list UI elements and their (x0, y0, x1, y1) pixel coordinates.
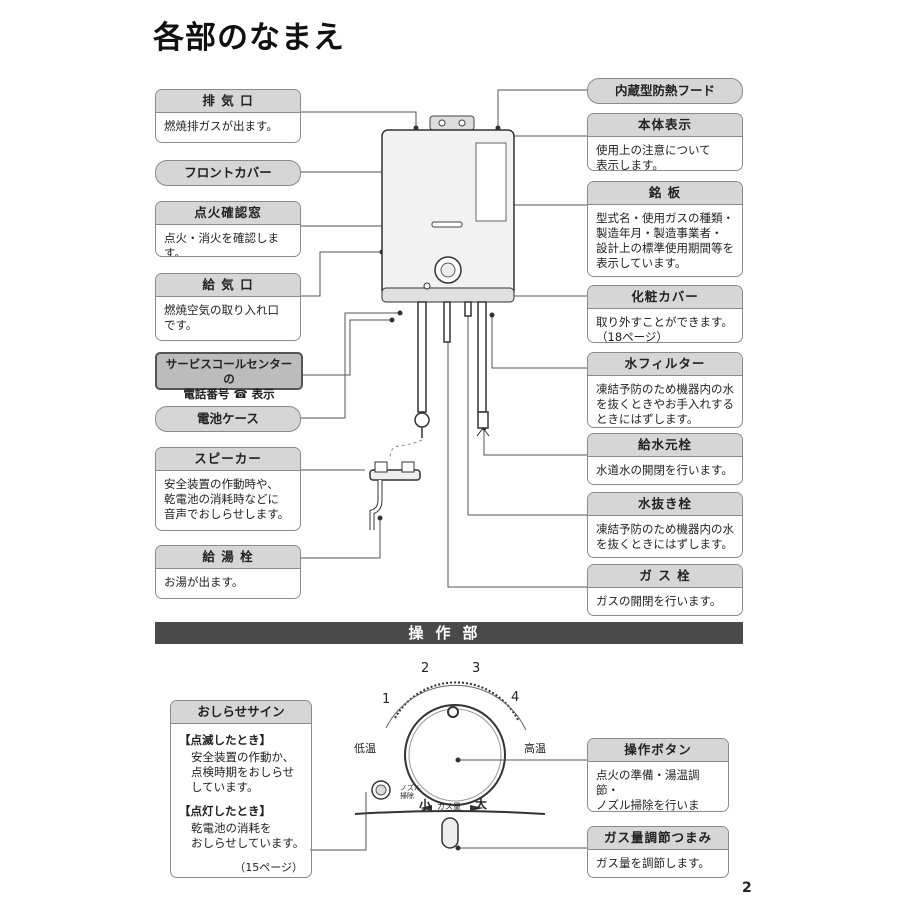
callout-gas-knob: ガス量調節つまみ ガス量を調節します。 (587, 826, 729, 878)
callout-body: 燃焼排ガスが出ます。 (164, 119, 278, 133)
dial-high-label: 高温 (524, 742, 546, 755)
callout-ignition-window: 点火確認窓 点火・消火を確認します。 (155, 201, 301, 257)
callout-title: 給 湯 栓 (156, 546, 300, 569)
callout-body-display: 本体表示 使用上の注意について 表示します。 (587, 113, 743, 171)
control-panel-illustration (354, 681, 546, 849)
gas-amount-label: ガス量 (437, 802, 461, 811)
callout-title: 点火確認窓 (156, 202, 300, 225)
sign-lit-label: 【点灯したとき】 (179, 804, 271, 818)
gas-small-label: 小 (419, 798, 432, 812)
callout-body: 燃焼空気の取り入れ口 です。 (164, 303, 279, 332)
callout-title: スピーカー (156, 448, 300, 471)
page-number: 2 (742, 880, 752, 896)
callout-body: 凍結予防のため機器内の水 を抜くときにはずします。 (596, 522, 734, 551)
callout-operation-button: 操作ボタン 点火の準備・湯温調節・ ノズル掃除を行います。 (587, 738, 729, 812)
callout-title: おしらせサイン (171, 701, 311, 724)
water-heater-illustration (369, 115, 515, 530)
leader-valve (483, 428, 587, 456)
dial-number-2: 2 (421, 661, 430, 676)
callout-body: ガス量を調節します。 (596, 856, 710, 870)
leader-phone (300, 319, 392, 376)
leader-drain (467, 312, 587, 516)
callout-water-filter: 水フィルター 凍結予防のため機器内の水 を抜くときやお手入れする ときにはずしま… (587, 352, 743, 428)
leader-battery (300, 312, 400, 419)
callout-gas-valve: ガ ス 栓 ガスの開閉を行います。 (587, 564, 743, 616)
callout-title: 本体表示 (588, 114, 742, 137)
callout-body: 型式名・使用ガスの種類・ 製造年月・製造事業者・ 設計上の標準使用期間等を 表示… (596, 211, 734, 270)
callout-body: 安全装置の作動時や、 乾電池の消耗時などに 音声でおしらせします。 (164, 477, 290, 521)
callout-title: 水抜き栓 (588, 493, 742, 516)
callout-body: 使用上の注意について 表示します。 (596, 143, 711, 171)
callout-nameplate: 銘 板 型式名・使用ガスの種類・ 製造年月・製造事業者・ 設計上の標準使用期間等… (587, 181, 743, 277)
callout-front-cover: フロントカバー (155, 160, 301, 186)
callout-title: 銘 板 (588, 182, 742, 205)
leader-intake (300, 251, 382, 297)
callout-intake: 給 気 口 燃焼空気の取り入れ口 です。 (155, 273, 301, 341)
sign-lit-text: 乾電池の消耗を おしらせしています。 (191, 821, 305, 850)
callout-body: 凍結予防のため機器内の水 を抜くときやお手入れする ときにはずします。 (596, 382, 734, 426)
dial-number-1: 1 (382, 692, 391, 707)
callout-title: ガ ス 栓 (588, 565, 742, 588)
dial-number-3: 3 (472, 661, 481, 676)
section-band-control-panel: 操作部 (155, 622, 743, 644)
sign-page-ref: （15ページ） (234, 861, 303, 874)
callout-title: ガス量調節つまみ (588, 827, 728, 850)
sign-blink-label: 【点滅したとき】 (179, 733, 271, 747)
callout-speaker: スピーカー 安全装置の作動時や、 乾電池の消耗時などに 音声でおしらせします。 (155, 447, 301, 531)
callout-decor-cover: 化粧カバー 取り外すことができます。 （18ページ） (587, 285, 743, 343)
callout-title: 化粧カバー (588, 286, 742, 309)
callout-battery-case: 電池ケース (155, 406, 301, 432)
callout-body: 取り外すことができます。 （18ページ） (596, 315, 733, 343)
leader-outlet (300, 518, 381, 559)
callout-body: 水道水の開閉を行います。 (596, 463, 733, 477)
callout-title: 給 気 口 (156, 274, 300, 297)
callout-title: 排 気 口 (156, 90, 300, 113)
sign-blink-text: 安全装置の作動か、 点検時期をおしらせ しています。 (191, 750, 295, 794)
gas-large-label: 大 (475, 797, 488, 811)
callout-title: 水フィルター (588, 353, 742, 376)
callout-body: 点火の準備・湯温調節・ ノズル掃除を行います。 (596, 768, 700, 812)
nozzle-clean-label: ノズル 掃除 (400, 784, 421, 800)
leader-hood (497, 89, 587, 128)
dial-number-4: 4 (511, 690, 520, 705)
leader-exhaust (300, 111, 417, 128)
callout-exhaust: 排 気 口 燃焼排ガスが出ます。 (155, 89, 301, 143)
dial-low-label: 低温 (354, 742, 376, 755)
callout-drain-plug: 水抜き栓 凍結予防のため機器内の水 を抜くときにはずします。 (587, 492, 743, 558)
leader-gas (447, 326, 587, 588)
callout-hot-water-outlet: 給 湯 栓 お湯が出ます。 (155, 545, 301, 599)
callout-notification-sign: おしらせサイン 【点滅したとき】 安全装置の作動か、 点検時期をおしらせ してい… (170, 700, 312, 878)
leader-sign (310, 792, 367, 851)
callout-title: 操作ボタン (588, 739, 728, 762)
callout-body: ガスの開閉を行います。 (596, 594, 722, 608)
callout-water-supply-valve: 給水元栓 水道水の開閉を行います。 (587, 433, 743, 485)
callout-heat-hood: 内蔵型防熱フード (587, 78, 743, 104)
page-title: 各部のなまえ (153, 20, 345, 56)
callout-service-phone: サービスコールセンターの 電話番号 ☎ 表示 (155, 352, 303, 401)
callout-body: お湯が出ます。 (164, 575, 244, 589)
callout-body: 点火・消火を確認します。 (164, 231, 279, 257)
callout-title: 給水元栓 (588, 434, 742, 457)
leader-filter (491, 315, 587, 369)
